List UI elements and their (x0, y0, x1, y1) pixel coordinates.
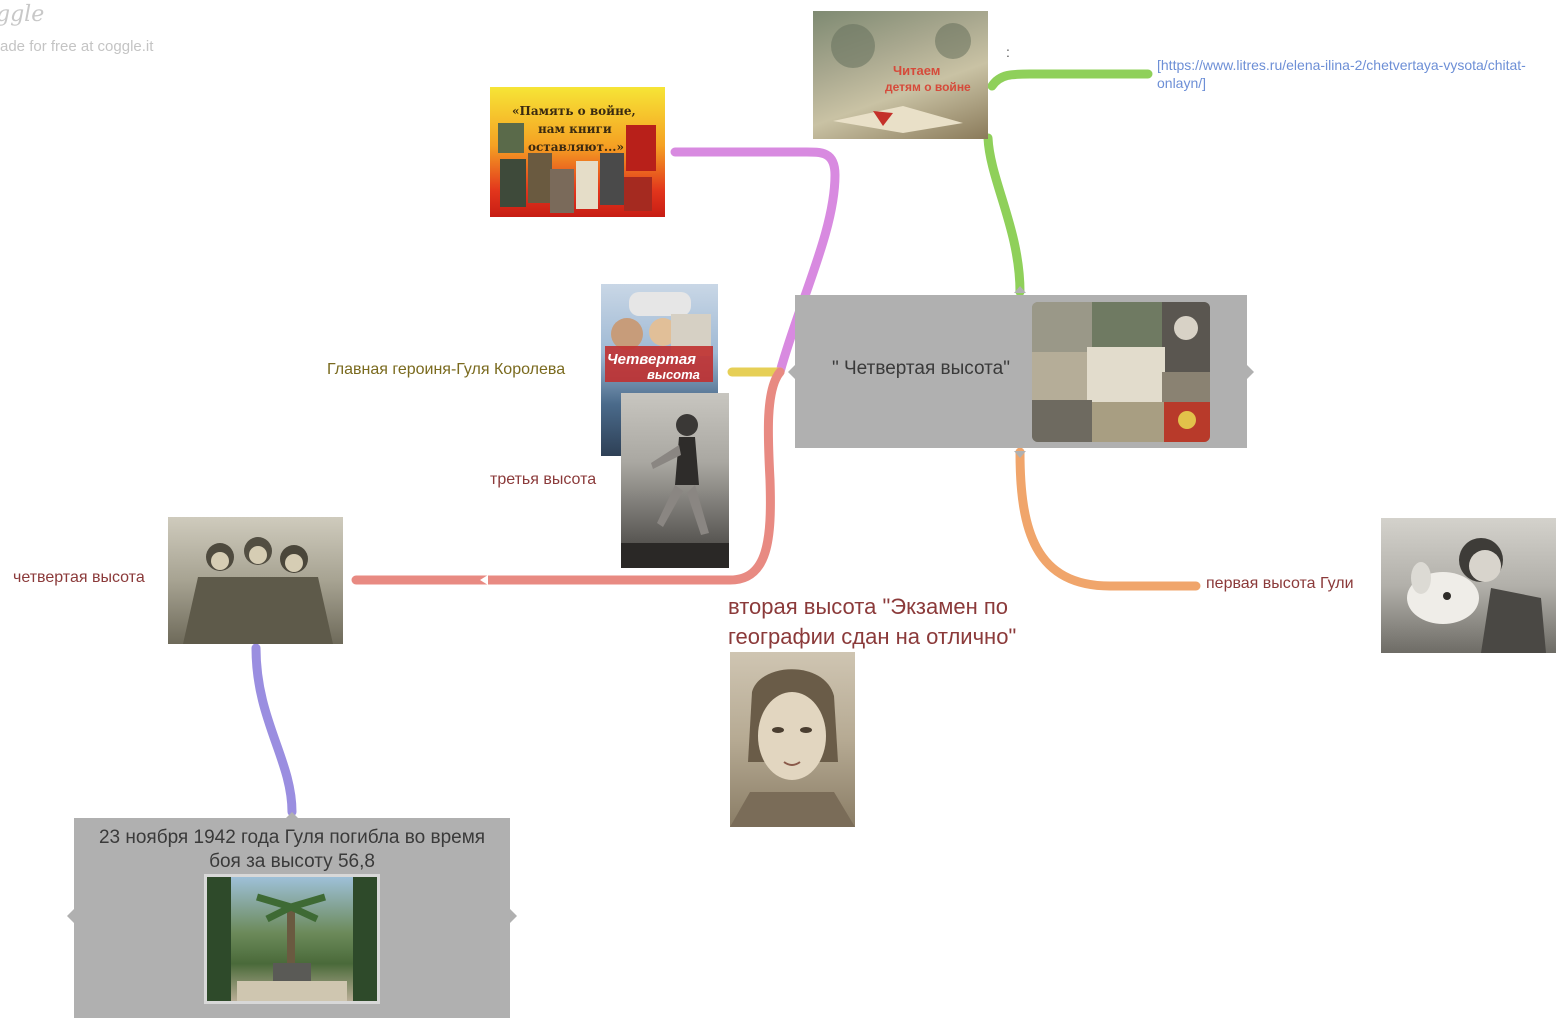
coggle-credit: ade for free at coggle.it (0, 38, 154, 55)
book-cover-title-2: высота (647, 367, 700, 382)
branch-salmon (351, 367, 785, 585)
third-height-label[interactable]: третья высота (490, 471, 597, 488)
branch-green (983, 133, 1025, 297)
coggle-logo: ggle (0, 2, 45, 27)
heroine-label[interactable]: Главная героиня-Гуля Королева (327, 361, 566, 378)
reading-poster-line2: детям о войне (885, 80, 971, 94)
death-node-text: 23 ноября 1942 года Гуля погибла во врем… (98, 827, 486, 872)
first-height-photo (1381, 518, 1556, 653)
book-poster-line1: «Память о войне, (512, 104, 636, 118)
central-node-title: " Четвертая высота" (832, 358, 1010, 379)
reading-poster-line1: Читаем (893, 63, 940, 78)
death-node-left-handle[interactable] (67, 909, 74, 923)
litres-link[interactable]: [https://www.litres.ru/elena-ilina-2/che… (1157, 57, 1526, 91)
book-poster-line2: нам книги (538, 122, 612, 136)
third-height-photo (621, 393, 729, 568)
memorial-photo (204, 874, 380, 1004)
book-poster-image: «Память о войне, нам книги оставляют...» (490, 87, 665, 217)
central-collage-image (1032, 302, 1210, 442)
reading-poster-image: Читаем детям о войне (813, 11, 988, 139)
link-separator: : (1006, 44, 1010, 60)
branch-orange (1015, 447, 1201, 591)
branch-purple (251, 643, 297, 817)
central-node-left-handle[interactable] (788, 365, 795, 379)
fourth-height-photo (168, 517, 343, 644)
second-height-label[interactable]: вторая высота "Экзамен по географии сдан… (728, 594, 1017, 649)
fourth-height-label[interactable]: четвертая высота (13, 569, 145, 586)
book-poster-line3: оставляют...» (528, 140, 624, 154)
central-node-right-handle[interactable] (1247, 365, 1254, 379)
branch-green-link (987, 69, 1153, 91)
second-height-photo (730, 652, 855, 827)
death-node-right-handle[interactable] (510, 909, 517, 923)
book-cover-title-1: Четвертая (607, 351, 696, 368)
first-height-label[interactable]: первая высота Гули (1206, 575, 1354, 592)
